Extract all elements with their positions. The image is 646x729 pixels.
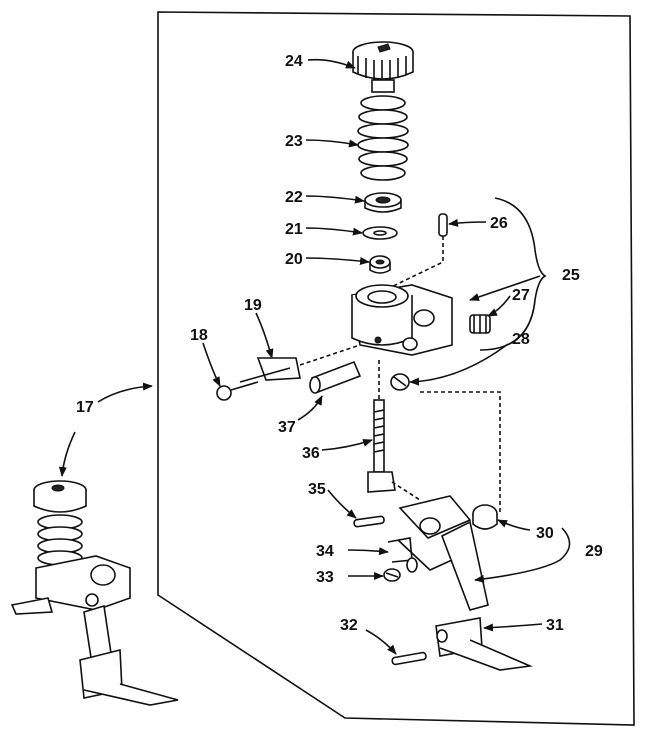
washer	[362, 226, 398, 240]
foot-holder	[391, 481, 489, 611]
detail-panel	[157, 11, 635, 726]
label-22: 22	[285, 189, 303, 206]
pin	[384, 213, 448, 291]
nut	[364, 192, 402, 213]
label-32: 32	[340, 617, 358, 634]
small-nut	[369, 255, 391, 274]
label-31: 31	[546, 617, 564, 634]
label-36: 36	[302, 445, 320, 462]
presser-foot	[435, 617, 533, 671]
presser-bar	[367, 360, 396, 493]
label-30: 30	[536, 525, 554, 542]
bracket	[239, 344, 361, 383]
hinge-pin	[353, 515, 385, 528]
set-screw-right	[469, 314, 491, 334]
bushing	[472, 504, 498, 530]
label-37: 37	[278, 419, 296, 436]
spring-clip	[387, 537, 418, 573]
label-19: 19	[244, 297, 262, 314]
thumb-screw	[216, 381, 259, 401]
presser-bar-block	[351, 284, 453, 356]
knurled-cap	[352, 41, 414, 93]
label-23: 23	[285, 133, 303, 150]
foot-pin	[391, 651, 427, 666]
label-24: 24	[285, 53, 303, 70]
spring	[357, 95, 409, 181]
sleeve	[309, 360, 362, 394]
label-20: 20	[285, 251, 303, 268]
assembled-unit	[10, 480, 179, 706]
label-33: 33	[316, 569, 334, 586]
small-screw	[383, 568, 401, 582]
set-screw-lower	[390, 373, 410, 391]
label-29: 29	[585, 543, 603, 560]
label-18: 18	[190, 327, 208, 344]
dash-line-block-to-bushing	[420, 391, 501, 512]
label-27: 27	[512, 287, 530, 304]
label-26: 26	[490, 215, 508, 232]
label-35: 35	[308, 481, 326, 498]
label-34: 34	[316, 543, 334, 560]
label-25: 25	[562, 267, 580, 284]
label-17: 17	[76, 399, 94, 416]
label-28: 28	[512, 331, 530, 348]
label-21: 21	[285, 221, 303, 238]
callout-lines	[58, 58, 571, 655]
